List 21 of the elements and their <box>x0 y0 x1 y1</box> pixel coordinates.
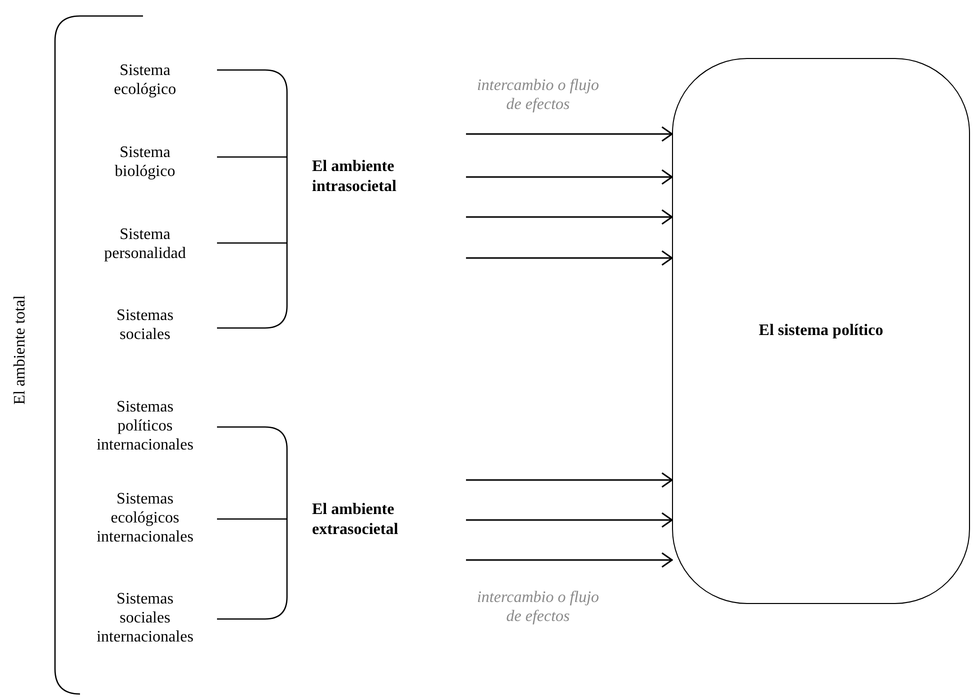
group-heading: El ambiente extrasocietal <box>312 500 400 540</box>
system-label: Sistema biológico <box>114 143 176 181</box>
arrow <box>466 250 673 266</box>
box-title: El sistema político <box>758 321 884 341</box>
system-label: Sistemas ecológicos internacionales <box>96 490 194 546</box>
side-label: El ambiente total <box>10 295 30 405</box>
arrow <box>466 169 673 185</box>
system-label: Sistema ecológico <box>114 61 176 99</box>
system-label: Sistemas políticos internacionales <box>96 398 194 454</box>
system-label: Sistemas sociales internacionales <box>96 590 194 646</box>
arrow <box>466 552 673 568</box>
arrow <box>466 209 673 225</box>
system-label: Sistemas sociales <box>116 306 174 344</box>
arrow <box>466 472 673 488</box>
arrow <box>466 126 673 142</box>
arrow-note: intercambio o flujo de efectos <box>476 588 600 626</box>
arrow-note: intercambio o flujo de efectos <box>476 76 600 114</box>
rounded-box <box>672 58 970 604</box>
arrow <box>466 512 673 528</box>
system-label: Sistema personalidad <box>104 225 186 263</box>
group-heading: El ambiente intrasocietal <box>312 157 398 197</box>
